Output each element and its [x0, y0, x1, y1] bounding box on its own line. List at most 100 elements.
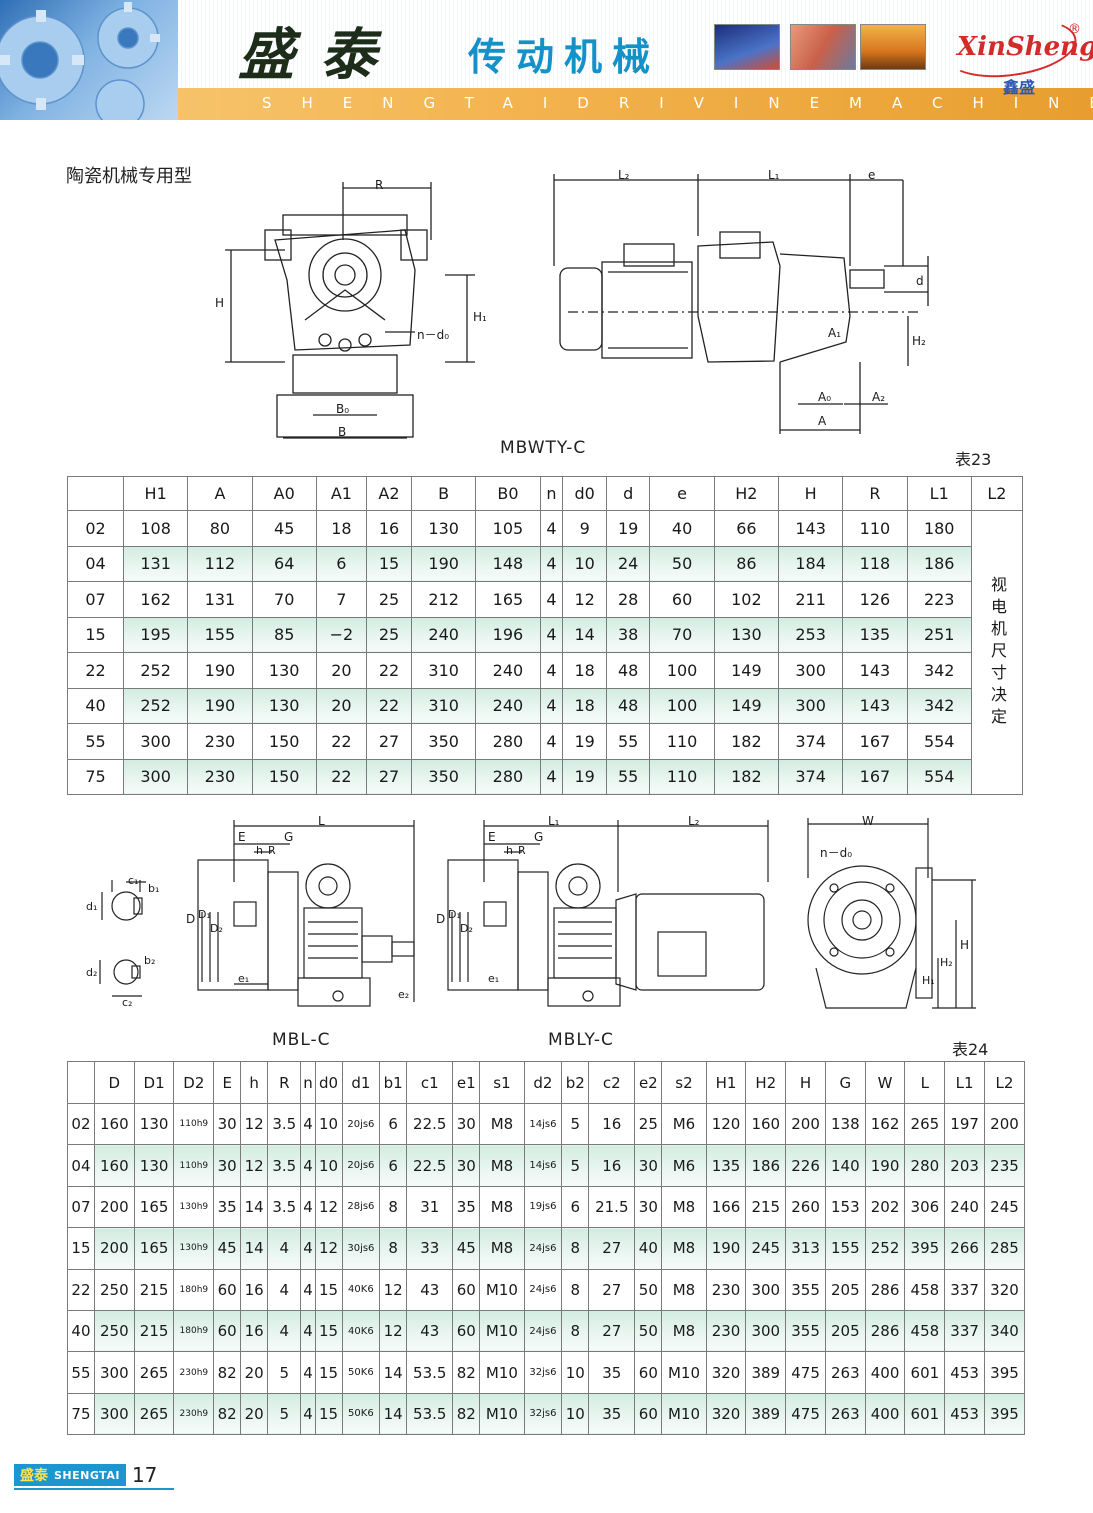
figure-label-mbl: MBL-C: [272, 1030, 331, 1050]
table-cell: 300: [778, 652, 844, 689]
table-cell: 30: [213, 1102, 242, 1146]
table-cell: 45: [251, 510, 317, 547]
table-cell: 14: [240, 1185, 269, 1229]
col-header: A0: [251, 476, 317, 511]
footer-brand-cn: 盛泰: [20, 1468, 48, 1484]
dim-label-b2: b₂: [144, 954, 156, 967]
table-cell: 230: [187, 758, 253, 795]
table-cell: 162: [122, 581, 189, 618]
dim-label-d1-flange: D₁: [198, 908, 211, 921]
table-cell: 25: [634, 1102, 663, 1146]
table-cell: 226: [785, 1144, 826, 1187]
table-cell: 167: [842, 723, 908, 760]
table-cell: 24js6: [523, 1309, 563, 1353]
col-header: d2: [523, 1061, 563, 1104]
col-header: R: [842, 476, 908, 511]
col-header: d1: [341, 1061, 381, 1104]
table-cell: 190: [864, 1144, 906, 1187]
table-cell: 395: [984, 1392, 1025, 1436]
table-cell: 300: [778, 687, 844, 724]
col-header: D1: [133, 1061, 175, 1104]
table-cell: 100: [649, 687, 715, 724]
table-cell: 27: [365, 758, 413, 795]
table-cell: 554: [906, 758, 972, 795]
table-cell: 150: [251, 758, 317, 795]
dim-label-h1: H₁: [473, 310, 487, 324]
table-cell: 300: [122, 758, 189, 795]
table-cell: 6: [315, 545, 367, 582]
table-cell: 22: [315, 758, 367, 795]
table-cell: 223: [906, 581, 972, 618]
table-cell: 48: [605, 687, 651, 724]
table-cell: 5: [561, 1144, 590, 1187]
table-cell: 108: [122, 510, 189, 547]
table-cell: 245: [745, 1227, 787, 1270]
table-cell: 55: [605, 758, 651, 795]
dim-label-d-mbly: D: [436, 912, 446, 926]
table-cell: 160: [745, 1102, 787, 1146]
table-cell: 190: [187, 687, 253, 724]
table-cell: 4: [300, 1185, 316, 1229]
table-cell: 251: [906, 616, 972, 653]
table-cell: 180h9: [173, 1309, 215, 1353]
table-cell: 8: [561, 1227, 590, 1270]
col-header: d0: [314, 1061, 343, 1104]
table-cell: 253: [778, 616, 844, 653]
table-cell: 165: [133, 1185, 175, 1229]
dim-label-l2-mbly: L₂: [688, 814, 700, 828]
shaft-key-details: c₁ b₁ d₁ d₂ b₂ c₂: [86, 862, 166, 1022]
col-header: b2: [561, 1061, 590, 1104]
table-cell: 240: [475, 652, 541, 689]
table-cell: 22: [365, 687, 413, 724]
table-cell: 25: [365, 581, 413, 618]
table-cell: 458: [904, 1309, 946, 1353]
table-cell: 4: [539, 545, 564, 582]
table-cell: 118: [842, 545, 908, 582]
table-cell: 252: [122, 687, 189, 724]
col-header: H1: [122, 476, 189, 511]
col-header: A2: [365, 476, 413, 511]
table-cell: 10: [561, 1351, 590, 1394]
table-cell: 300: [93, 1351, 135, 1394]
table-cell: 395: [904, 1227, 946, 1270]
header-photo-1: [714, 24, 780, 70]
table-cell: 43: [406, 1268, 454, 1311]
table-cell: 240: [944, 1185, 985, 1229]
table-cell: 3.5: [267, 1144, 302, 1187]
dim-label-e: e: [868, 168, 876, 182]
table-cell: 260: [785, 1185, 826, 1229]
col-header: s1: [479, 1061, 525, 1104]
table-cell: 40K6: [341, 1309, 381, 1353]
registered-mark: ®: [1068, 22, 1081, 37]
table-cell: 190: [411, 545, 477, 582]
table-cell: M10: [661, 1392, 707, 1436]
table-cell: 280: [475, 723, 541, 760]
table-cell: 180: [906, 510, 972, 547]
table-cell: 55: [67, 723, 124, 760]
dim-label-a0: A₀: [818, 390, 832, 404]
table-cell: 30: [634, 1144, 663, 1187]
col-header: e2: [634, 1061, 663, 1104]
dim-label-h2: H₂: [912, 334, 926, 348]
table-cell: 19: [605, 510, 651, 547]
table-cell: 150: [251, 723, 317, 760]
table-cell: 4: [539, 723, 564, 760]
table-cell: 320: [705, 1351, 747, 1394]
table-cell: 355: [785, 1268, 826, 1311]
table-cell: 02: [67, 510, 124, 547]
table-cell: 7: [315, 581, 367, 618]
table-cell: 24: [605, 545, 651, 582]
col-header: d: [605, 476, 651, 511]
table-cell: 50: [634, 1309, 663, 1353]
table-cell: 80: [187, 510, 253, 547]
col-header: H2: [713, 476, 780, 511]
table-cell: 215: [745, 1185, 787, 1229]
table-cell: 12: [562, 581, 607, 618]
table-cell: 10: [561, 1392, 590, 1436]
dim-label-e-mbly: E: [488, 830, 496, 844]
table-cell: 143: [842, 652, 908, 689]
table-cell: 250: [93, 1309, 135, 1353]
table-cell: 07: [67, 581, 124, 618]
